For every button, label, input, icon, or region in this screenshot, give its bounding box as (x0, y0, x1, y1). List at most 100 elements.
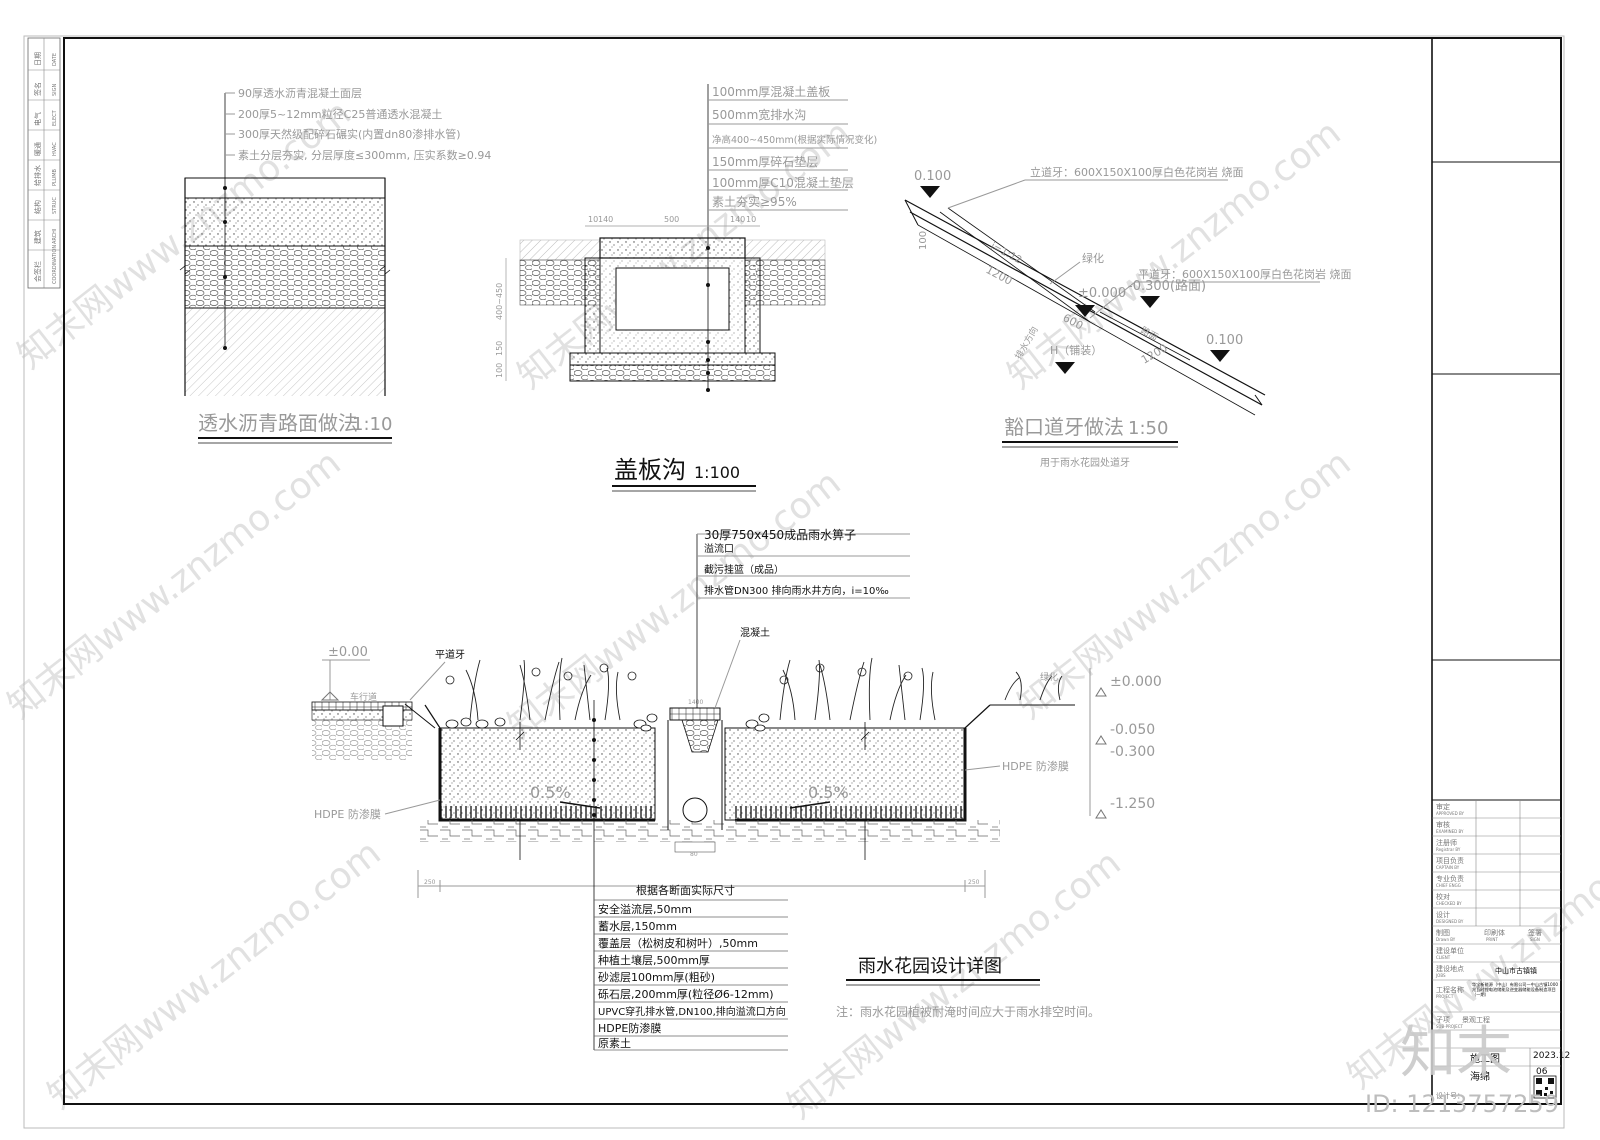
svg-text:签名: 签名 (33, 82, 42, 96)
asphalt-layer-label: 素土分层夯实, 分层厚度≤300mm, 压实系数≥0.94 (238, 148, 491, 162)
svg-text:注册师: 注册师 (1436, 838, 1457, 847)
svg-text:10: 10 (746, 215, 756, 224)
watermark-text: 知末网www.znzmo.com (500, 462, 848, 747)
svg-text:HDPE 防渗膜: HDPE 防渗膜 (314, 807, 381, 821)
svg-text:项目负责: 项目负责 (1436, 856, 1464, 865)
svg-text:日期: 日期 (34, 52, 42, 66)
svg-text:PROJECT: PROJECT (1436, 994, 1454, 999)
countersign-strip: 会签栏 建筑 结构 给排水 暖通 电气 签名 日期 ARCHI STRUC PL… (27, 37, 61, 289)
svg-text:COORDINATION: COORDINATION (52, 245, 58, 284)
svg-text:建筑: 建筑 (33, 230, 42, 244)
watermark-logo-text: 知末 (1400, 1021, 1512, 1086)
detail-notched-curb: 0.100 ±0.000 -0.300(路面) 0.100 立道牙：600X15… (904, 165, 1352, 469)
svg-text:PLUMB: PLUMB (52, 168, 58, 186)
curb-scale: 1:50 (1128, 418, 1168, 439)
svg-text:建设地点: 建设地点 (1436, 964, 1464, 973)
watermark-logo: 知末 ID: 1213757259 (1365, 1021, 1559, 1118)
svg-text:-0.300: -0.300 (1110, 744, 1155, 760)
svg-text:平道牙: 平道牙 (435, 648, 465, 661)
svg-text:ELECT: ELECT (52, 109, 58, 126)
title-block: 审定 APPROVED BY 审核 EXAMINED BY 注册师 Regist… (1431, 38, 1570, 1105)
watermark-text: 知末网www.znzmo.com (0, 442, 348, 727)
garden-layer-label: 蓄水层,150mm (598, 920, 677, 933)
svg-text:ARCHI: ARCHI (52, 229, 58, 244)
svg-text:签署: 签署 (1528, 928, 1542, 937)
svg-text:0.5%: 0.5% (808, 783, 849, 802)
garden-layer-label: 砂滤层100mm厚(粗砂) (598, 971, 715, 984)
svg-text:±0.00: ±0.00 (328, 645, 368, 660)
svg-text:CLIENT: CLIENT (1436, 955, 1451, 960)
svg-text:专业负责: 专业负责 (1436, 874, 1464, 883)
curb-title: 豁口道牙做法 (1004, 415, 1124, 439)
svg-text:结构: 结构 (33, 200, 42, 214)
svg-text:EXAMINED BY: EXAMINED BY (1436, 829, 1464, 834)
svg-text:CAPTAIN BY: CAPTAIN BY (1436, 865, 1460, 870)
svg-text:SIGN: SIGN (1530, 937, 1540, 942)
svg-text:±0.000: ±0.000 (1110, 674, 1162, 690)
svg-text:PRINT: PRINT (1486, 937, 1498, 942)
svg-text:设计: 设计 (1436, 910, 1450, 919)
svg-text:i=1:12: i=1:12 (989, 241, 1024, 266)
garden-layer-label: 砾石层,200mm厚(粒径Ø6-12mm) (598, 987, 774, 1001)
svg-text:140: 140 (598, 215, 613, 224)
field-label: 海绵 (1470, 1070, 1490, 1083)
svg-text:绿化: 绿化 (1082, 251, 1104, 265)
svg-text:电气: 电气 (33, 112, 42, 126)
svg-text:CHIEF ENGG: CHIEF ENGG (1436, 883, 1461, 888)
svg-text:100: 100 (918, 231, 929, 250)
garden-title: 雨水花园设计详图 (858, 956, 1002, 977)
garden-top-label: 截污挂篮（成品） (704, 563, 784, 576)
garden-layer-label: UPVC穿孔排水管,DN100,排向溢流口方向 (598, 1005, 786, 1018)
detail-cover-trench: 100mm厚混凝土盖板 500mm宽排水沟 净高400~450mm(根据实际情况… (495, 84, 877, 492)
garden-note: 注：雨水花园植被耐淹时间应大于雨水排空时间。 (836, 1004, 1100, 1019)
trench-layer-label: 净高400~450mm(根据实际情况变化) (712, 134, 877, 146)
svg-text:1200: 1200 (1139, 341, 1170, 366)
project-name: 华宝新能源（中山）有限公司一中山古镇1000兆瓦时锂电池储能及逆变器储能设备制造… (1472, 982, 1559, 997)
watermark-text: 知末网www.znzmo.com (1010, 442, 1358, 727)
garden-layer-label: 原素土 (598, 1037, 631, 1050)
svg-text:给排水: 给排水 (33, 165, 42, 186)
svg-text:SUB-PROJECT: SUB-PROJECT (1436, 1024, 1463, 1029)
svg-text:DESIGNED BY: DESIGNED BY (1436, 919, 1464, 924)
svg-text:平道牙：600X150X100厚白色花岗岩 烧面: 平道牙：600X150X100厚白色花岗岩 烧面 (1138, 267, 1352, 281)
svg-text:Registrar BY: Registrar BY (1436, 847, 1461, 852)
detail-permeable-asphalt: 90厚透水沥青混凝土面层 200厚5~12mm粒径C25普通透水混凝土 300厚… (179, 86, 491, 444)
garden-top-label: 30厚750x450成品雨水箅子 (704, 527, 856, 542)
svg-text:中山市古镇镇: 中山市古镇镇 (1495, 966, 1537, 975)
asphalt-scale: 1:10 (352, 414, 392, 435)
svg-text:设计号：: 设计号： (1436, 1091, 1464, 1100)
asphalt-layer-label: 90厚透水沥青混凝土面层 (238, 86, 362, 100)
svg-text:H（铺装）: H（铺装） (1050, 344, 1102, 357)
svg-text:审核: 审核 (1436, 820, 1450, 829)
svg-text:校对: 校对 (1436, 892, 1450, 901)
svg-text:150: 150 (495, 341, 504, 356)
svg-text:±0.000: ±0.000 (1078, 286, 1126, 301)
detail-rain-garden: 车行道 ±0.00 平道牙 80 1400 (311, 527, 1162, 1051)
svg-text:10: 10 (588, 215, 598, 224)
sheet-no: 06 (1536, 1067, 1548, 1077)
stage-label: 施工图 (1470, 1052, 1500, 1065)
svg-text:建设单位: 建设单位 (1436, 946, 1464, 955)
svg-text:立道牙：600X150X100厚白色花岗岩 烧面: 立道牙：600X150X100厚白色花岗岩 烧面 (1030, 165, 1244, 179)
svg-text:审定: 审定 (1436, 802, 1450, 811)
trench-layer-label: 100mm厚混凝土盖板 (712, 84, 830, 99)
svg-text:制图: 制图 (1436, 928, 1450, 937)
garden-layer-label: HDPE防渗膜 (598, 1021, 661, 1035)
trench-scale: 1:100 (694, 463, 740, 482)
svg-text:250: 250 (968, 879, 980, 886)
trench-layer-label: 500mm宽排水沟 (712, 107, 806, 122)
svg-text:-1.250: -1.250 (1110, 796, 1155, 812)
outer-frame (23, 35, 1565, 1129)
svg-text:景观工程: 景观工程 (1462, 1015, 1490, 1024)
watermark-id: ID: 1213757259 (1365, 1090, 1559, 1118)
svg-text:暖通: 暖通 (33, 142, 42, 156)
garden-layer-label: 种植土壤层,500mm厚 (598, 953, 710, 967)
svg-text:1400: 1400 (688, 699, 703, 706)
svg-text:会签栏: 会签栏 (33, 261, 42, 282)
trench-layer-label: 100mm厚C10混凝土垫层 (712, 175, 854, 190)
svg-text:-0.050: -0.050 (1110, 722, 1155, 738)
garden-top-label: 溢流口 (704, 542, 734, 555)
trench-layer-label: 150mm厚碎石垫层 (712, 154, 818, 169)
svg-text:0.5%: 0.5% (530, 783, 571, 802)
